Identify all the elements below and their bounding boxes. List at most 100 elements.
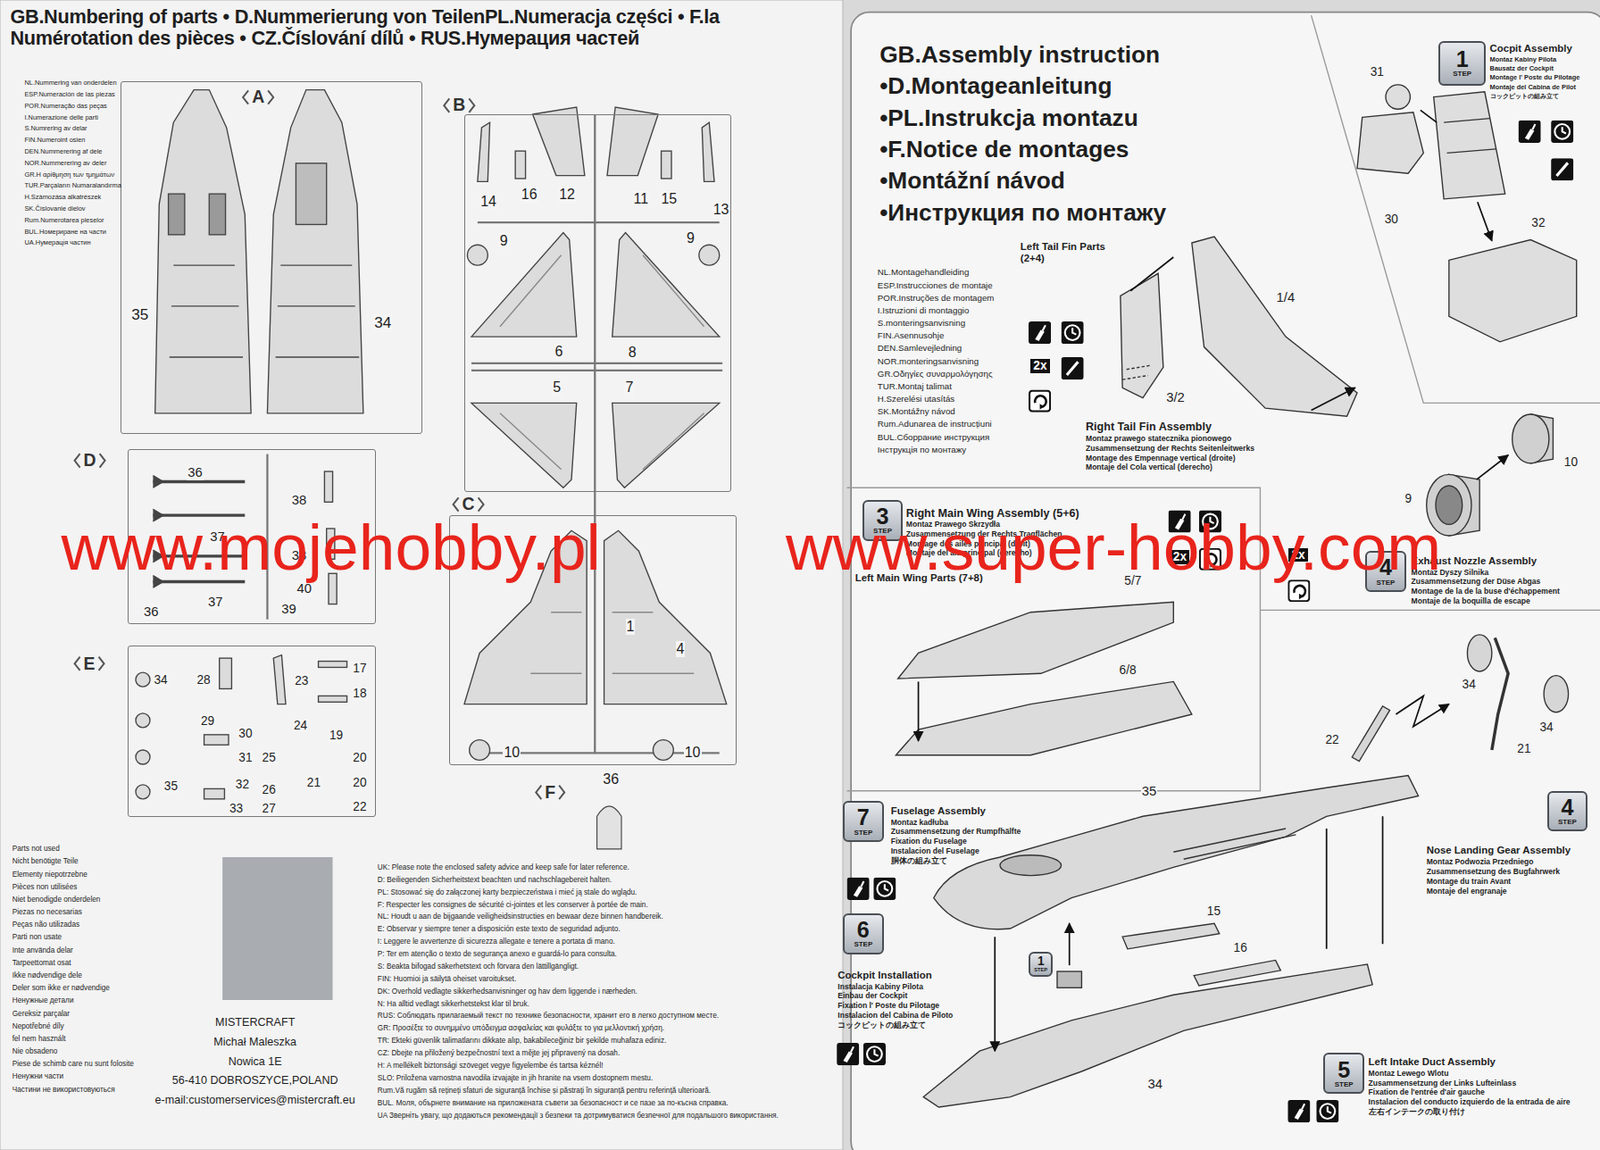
language-line: GR.Η αρίθμηση των τμημάτων xyxy=(24,171,115,180)
language-line: NL.Nummering van onderdelen xyxy=(24,79,117,88)
left-page xyxy=(0,0,843,1150)
drawing-rect xyxy=(204,734,229,745)
drawing-rect xyxy=(515,150,525,179)
step-subheading: Bausatz der Cockpit xyxy=(1490,65,1554,74)
sprue-bracket xyxy=(75,657,81,671)
step-subheading: Fixation de l'entrée d'air gauche xyxy=(1368,1088,1589,1098)
drawing-polygon xyxy=(471,402,577,488)
step-word: STEP xyxy=(853,941,873,949)
sprue-bracket xyxy=(558,785,565,800)
unused-note: fel nem használt xyxy=(12,1034,67,1043)
step-word: STEP xyxy=(1334,1081,1354,1089)
part-number: 31 xyxy=(1369,65,1385,80)
part-number: 10 xyxy=(1563,455,1579,470)
safety-note: GR: Προσέξτε το συνημμένο υπόδειγμα ασφα… xyxy=(377,1024,665,1033)
part-number: 6 xyxy=(554,343,565,360)
drawing-polygon xyxy=(1449,240,1577,342)
drawing-rect xyxy=(318,695,348,702)
part-number: 5 xyxy=(551,379,562,396)
drawing-polygon xyxy=(612,233,720,338)
drawing-circle xyxy=(469,740,491,761)
step-badge: 1STEP xyxy=(1028,951,1053,976)
language-line: NOR.monteringsanvisning xyxy=(877,356,979,367)
part-number: 36 xyxy=(601,771,620,788)
part-number: 6/8 xyxy=(1118,663,1138,678)
language-line: Інструкція по монтажу xyxy=(877,444,967,455)
sprue-frame: A xyxy=(120,81,423,434)
sprue-bracket xyxy=(453,497,459,511)
part-number: 8 xyxy=(627,344,638,361)
step-word: STEP xyxy=(1033,967,1048,974)
part-number: 31 xyxy=(237,750,253,766)
drawing-use xyxy=(1061,357,1084,380)
part-number: 32 xyxy=(1530,216,1546,231)
step-subheading: Zusammensetzung der Links Lufteinlass xyxy=(1368,1079,1589,1089)
safety-note: Rum.Vă rugăm să rețineți sfaturi de sigu… xyxy=(377,1086,711,1095)
step-badge: 7STEP xyxy=(842,800,884,842)
sprue-letter: F xyxy=(544,783,556,801)
part-number: 18 xyxy=(351,686,367,701)
language-line: FIN.Numeroint osien xyxy=(24,136,85,145)
part-number: 21 xyxy=(1516,741,1532,757)
language-line: BUL.Сборрание инструкция xyxy=(877,432,990,442)
part-number: 21 xyxy=(306,775,322,791)
drawing-ellipse xyxy=(1000,855,1062,876)
safety-note: BUL. Моля, обърнете внимание на приложен… xyxy=(377,1099,729,1108)
step-subheading: Montaje del Cola vertical (derecho) xyxy=(1085,463,1213,473)
step-subheading: Montaz Podwozia Przedniego xyxy=(1426,858,1534,867)
part-number: 10 xyxy=(683,744,702,761)
drawing-ellipse xyxy=(1543,675,1568,713)
sprue-bracket xyxy=(535,785,542,800)
step-word: STEP xyxy=(1452,70,1472,78)
sprue-bracket xyxy=(99,657,105,671)
unused-note: Niet benodigde onderdelen xyxy=(12,895,101,904)
drawing-polygon xyxy=(266,90,363,414)
part-number: 11 xyxy=(633,191,650,208)
step-number: 4 xyxy=(1560,796,1574,819)
step-subheading: コックピットの組み立て xyxy=(1490,92,1559,101)
unused-note: Ненужные детали xyxy=(12,996,75,1005)
unused-note: Tarpeettomat osat xyxy=(12,958,72,967)
drawing-polygon xyxy=(477,122,491,182)
assembly-heading: •PL.Instrukcja montazu xyxy=(879,104,1139,132)
part-number: 36 xyxy=(186,465,204,481)
drawing-use xyxy=(1029,391,1050,412)
step-heading: Left Tail Fin Parts (2+4) xyxy=(1020,241,1123,265)
step-subheading: Montaz Lewego Wlotu xyxy=(1368,1069,1589,1079)
language-line: BUL.Номериране на части xyxy=(24,228,107,237)
drawing-polygon xyxy=(612,402,720,488)
step-badge: 1STEP xyxy=(1438,41,1486,86)
language-line: SK.Montážny návod xyxy=(877,406,956,417)
assembly-heading: •F.Notice de montages xyxy=(879,135,1129,163)
language-line: FIN.Asennusohje xyxy=(877,330,944,341)
sprue-frame: F xyxy=(591,793,627,853)
drawing-path xyxy=(1420,109,1492,241)
step-subheading: Montage du train Avant xyxy=(1426,877,1512,887)
unused-note: Peças não utilizadas xyxy=(12,920,80,929)
sprue-bracket xyxy=(443,98,450,112)
drawing-polygon xyxy=(604,530,727,704)
step-subheading: Instalacion del Fuselage xyxy=(891,847,980,857)
part-number: 7 xyxy=(624,379,634,396)
step-heading: Cockpit Installation xyxy=(837,969,932,982)
part-number: 30 xyxy=(1383,212,1400,227)
step-subheading: Montage des Empennage vertical (droite) xyxy=(1085,454,1235,464)
part-number: 34 xyxy=(373,314,392,333)
part-number: 35 xyxy=(163,779,179,794)
part-number: 28 xyxy=(195,673,211,688)
language-line: Rum.Adunarea de instrucțiuni xyxy=(877,418,992,429)
drawing-rect xyxy=(324,471,333,502)
multiplier-mark: 2x xyxy=(1030,358,1050,374)
unused-note: Inte använda delar xyxy=(12,946,74,955)
safety-note: FIN: Huomioi ja säilytä oheiset varoituk… xyxy=(377,975,517,984)
drawing-use xyxy=(1028,321,1051,344)
drawing-rect xyxy=(295,163,326,225)
unused-note: Piese de schimb care nu sunt folosite xyxy=(12,1059,134,1068)
part-number: 9 xyxy=(1404,491,1414,507)
part-number: 12 xyxy=(558,186,576,203)
drawing-polygon xyxy=(471,233,577,338)
sprue-bracket xyxy=(75,453,81,467)
part-number: 14 xyxy=(479,193,498,210)
part-number: 1/4 xyxy=(1275,290,1297,306)
part-number: 39 xyxy=(280,601,298,617)
